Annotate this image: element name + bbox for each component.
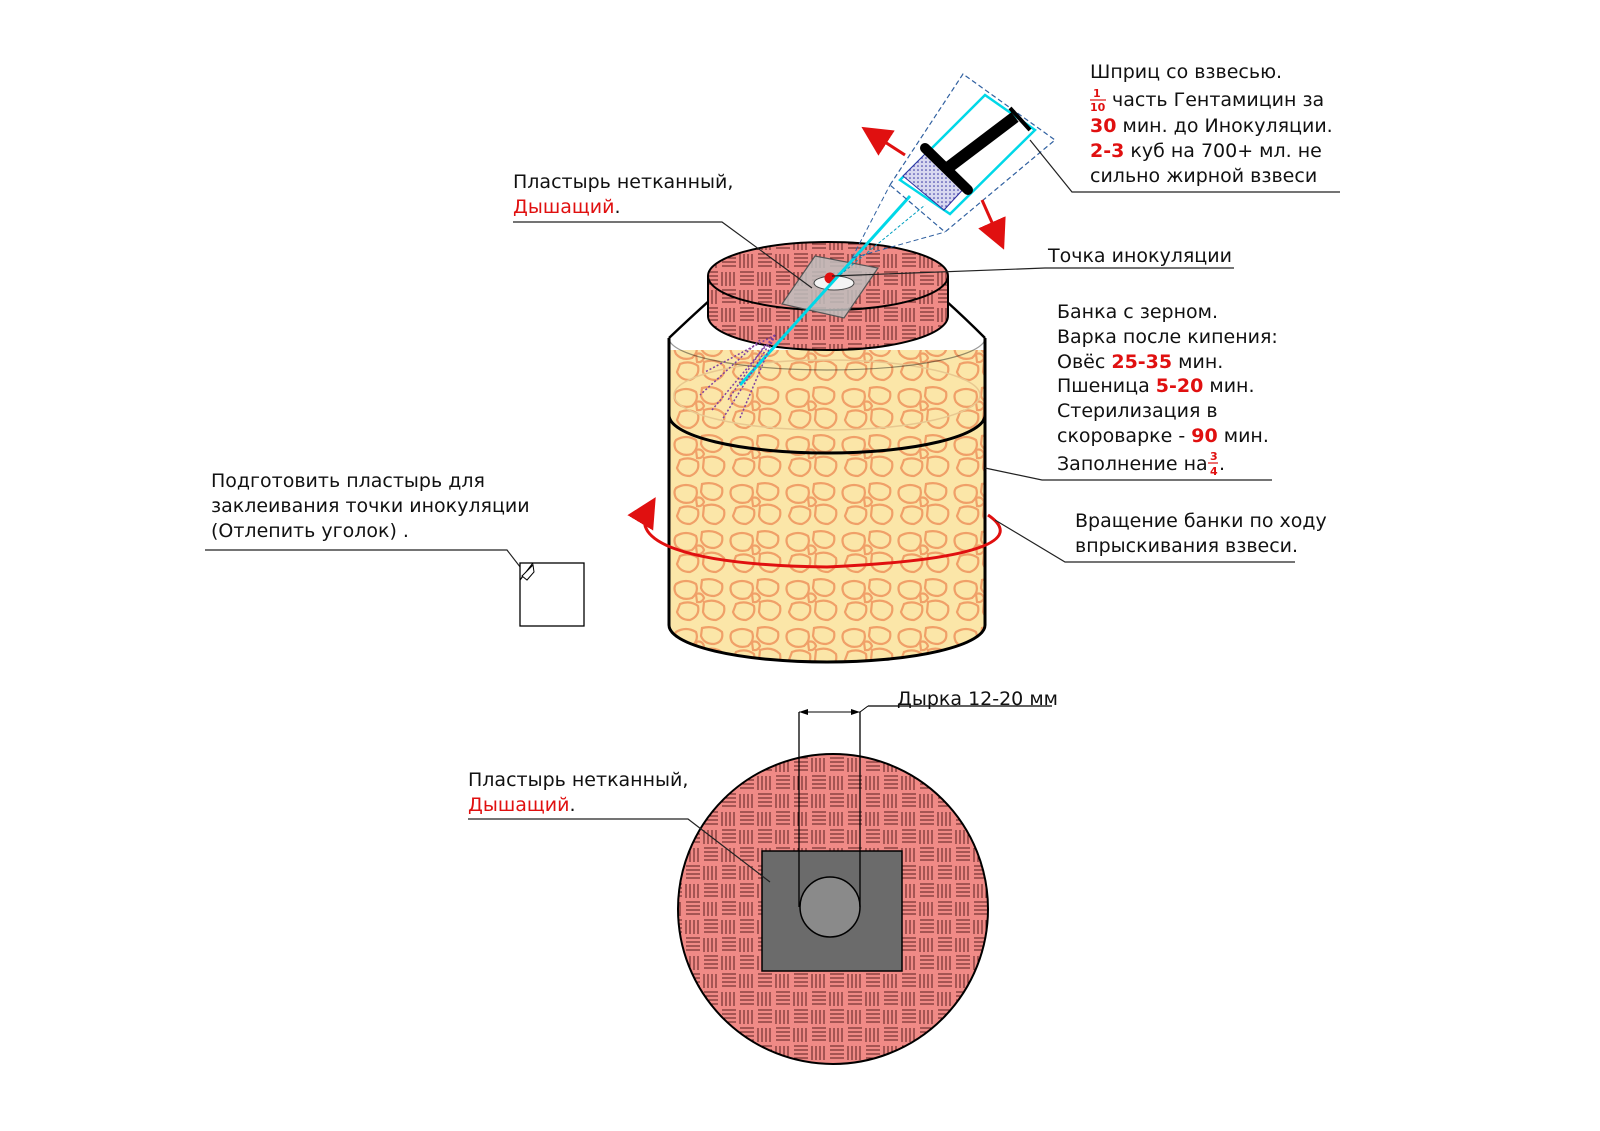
prepare-patch-label: Подготовить пластырь для заклеивания точ… <box>205 470 585 627</box>
fraction-three-quarters: 3 4 . <box>1208 450 1225 478</box>
svg-text:Пшеница 5-20 мин.: Пшеница 5-20 мин. <box>1057 375 1255 397</box>
patch-label-top: Пластырь нетканный, Дышащий. <box>513 171 813 289</box>
svg-text:Дышащий.: Дышащий. <box>468 794 576 816</box>
syringe-label: Шприц со взвесью. 1 10 часть Гентамицин … <box>1029 61 1340 193</box>
syringe-barrel <box>898 93 1037 216</box>
syringe-outline <box>889 73 1056 233</box>
svg-text:Овёс 25-35 мин.: Овёс 25-35 мин. <box>1057 351 1223 373</box>
syringe-arrow-down <box>978 199 1006 250</box>
svg-text:скороварке - 90 мин.: скороварке - 90 мин. <box>1057 425 1269 447</box>
syringe-arrow-up <box>861 126 906 157</box>
svg-text:Дышащий.: Дышащий. <box>513 196 621 218</box>
jar-neck-band <box>667 414 987 455</box>
svg-text:1: 1 <box>1093 87 1101 100</box>
jar-shoulder-left <box>668 299 711 339</box>
svg-text:.: . <box>1219 453 1225 475</box>
svg-text:4: 4 <box>1210 465 1218 478</box>
jar-label-line2: Варка после кипения: <box>1057 326 1278 348</box>
inoculation-label-text: Точка инокуляции <box>1047 245 1232 267</box>
prepare-label-line1: Подготовить пластырь для <box>211 470 485 492</box>
prepare-label-line2: заклеивания точки инокуляции <box>211 495 530 517</box>
patch-label-bottom: Пластырь нетканный, Дышащий. <box>468 769 771 883</box>
jar-shoulder-right <box>944 299 986 339</box>
svg-text:2-3 куб на 700+ мл. не: 2-3 куб на 700+ мл. не <box>1090 140 1322 162</box>
jar-label-sterilization: Стерилизация в <box>1057 400 1218 422</box>
syringe-needle <box>738 194 912 387</box>
hole-size-label: Дырка 12-20 мм <box>897 688 1058 710</box>
syringe-label-line1: Шприц со взвесью. <box>1090 61 1282 83</box>
svg-text:3: 3 <box>1210 450 1218 463</box>
fraction-one-tenth: 1 10 <box>1090 87 1106 114</box>
svg-text:30 мин. до Инокуляции.: 30 мин. до Инокуляции. <box>1090 115 1333 137</box>
syringe <box>738 73 1056 387</box>
jar-label: Банка с зерном. Варка после кипения: Овё… <box>984 301 1278 481</box>
jar <box>667 299 987 664</box>
jar-label-fill: Заполнение на <box>1057 453 1208 475</box>
jar-lid <box>707 241 949 351</box>
jar-label-line1: Банка с зерном. <box>1057 301 1218 323</box>
rotation-label: Вращение банки по ходу впрыскивания взве… <box>994 510 1327 563</box>
svg-text:10: 10 <box>1090 101 1106 114</box>
prepare-label-line3: (Отлепить уголок) . <box>211 520 409 542</box>
jar-walls <box>667 338 987 664</box>
syringe-plunger-rod <box>941 112 1019 175</box>
syringe-label-line2: часть Гентамицин за <box>1112 89 1324 111</box>
patch-label-bottom-breathable: Дышащий <box>468 794 569 816</box>
lid-top-view <box>677 705 1052 1065</box>
grain-surface <box>673 359 981 431</box>
rotation-arrow <box>627 497 1002 569</box>
patch-label-top-line1: Пластырь нетканный, <box>513 171 733 193</box>
rotation-label-line2: впрыскивания взвеси. <box>1075 535 1298 557</box>
rotation-label-line1: Вращение банки по ходу <box>1075 510 1327 532</box>
inoculation-label: Точка инокуляции <box>831 245 1234 277</box>
patch-label-bottom-line1: Пластырь нетканный, <box>468 769 688 791</box>
syringe-label-line5: сильно жирной взвеси <box>1090 165 1317 187</box>
patch-label-top-breathable: Дышащий <box>513 196 614 218</box>
top-view-hole <box>799 876 861 938</box>
spray-cone <box>699 334 776 421</box>
